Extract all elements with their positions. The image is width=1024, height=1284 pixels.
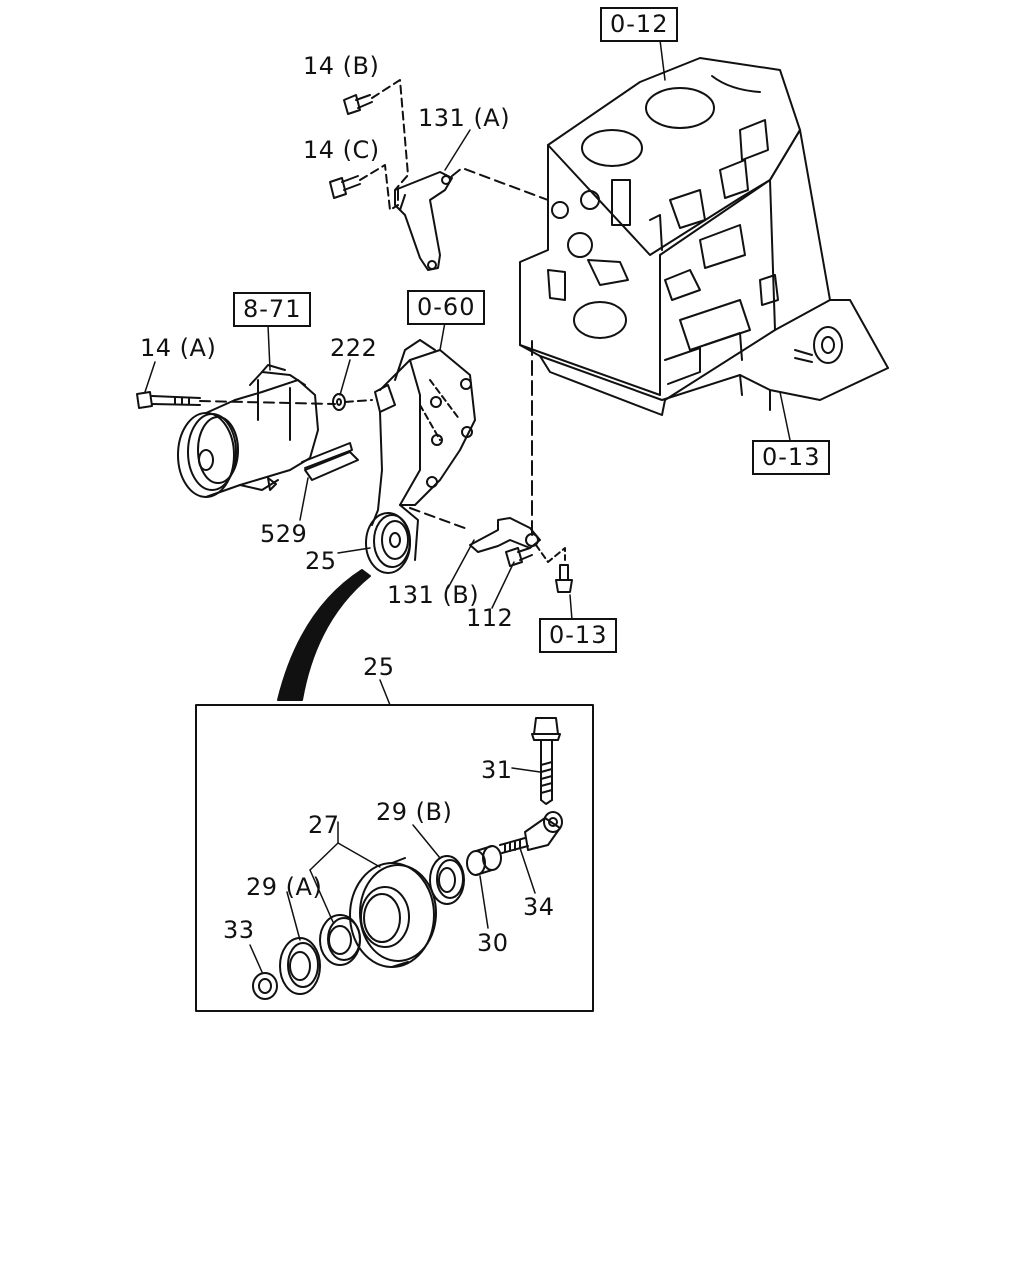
label-31: 31 — [481, 756, 513, 784]
engine-block — [520, 58, 888, 415]
label-25: 25 — [305, 547, 337, 575]
spacer-30 — [467, 846, 501, 875]
shield-29a — [280, 938, 320, 994]
label-25-detail: 25 — [363, 653, 395, 681]
label-30: 30 — [477, 929, 509, 957]
label-529: 529 — [260, 520, 308, 548]
label-222: 222 — [330, 334, 378, 362]
bearing-27 — [320, 915, 360, 965]
detail-box — [196, 705, 593, 1011]
bracket-131b-group — [410, 340, 572, 592]
section-ref-0-13-right: 0-13 — [752, 440, 831, 475]
nut-33 — [253, 973, 277, 999]
label-29a: 29 (A) — [246, 873, 323, 901]
section-ref-0-60: 0-60 — [407, 290, 486, 325]
bolt-34 — [500, 812, 562, 853]
detail-callout-arrow — [278, 570, 370, 700]
label-34: 34 — [523, 893, 555, 921]
bracket-131a-group — [330, 80, 548, 270]
label-14b: 14 (B) — [303, 52, 380, 80]
label-131b: 131 (B) — [387, 581, 480, 609]
label-112: 112 — [466, 604, 514, 632]
mounting-bracket — [366, 340, 475, 573]
bolt-31 — [532, 718, 560, 804]
section-ref-0-12: 0-12 — [600, 7, 679, 42]
section-ref-0-13-bottom: 0-13 — [539, 618, 618, 653]
pulley-wheel — [350, 858, 436, 967]
compressor — [137, 365, 372, 497]
label-131a: 131 (A) — [418, 104, 511, 132]
label-27: 27 — [308, 811, 340, 839]
label-14a: 14 (A) — [140, 334, 217, 362]
section-ref-8-71: 8-71 — [233, 292, 312, 327]
label-29b: 29 (B) — [376, 798, 453, 826]
leader-lines — [145, 40, 790, 705]
label-14c: 14 (C) — [303, 136, 380, 164]
label-33: 33 — [223, 916, 255, 944]
pulley-exploded-view — [250, 718, 562, 999]
shield-29b — [430, 856, 464, 904]
